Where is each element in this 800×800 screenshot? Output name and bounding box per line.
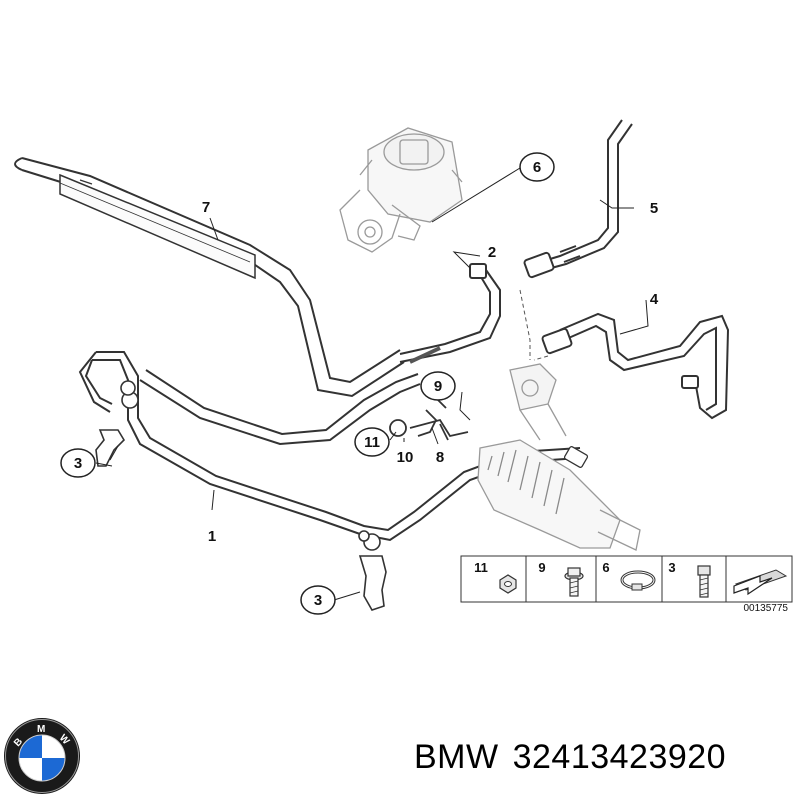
diagram-reference-number: 00135775 xyxy=(744,603,789,614)
legend-label-6: 6 xyxy=(602,560,609,575)
leader-lines xyxy=(95,167,649,601)
callout-5: 5 xyxy=(650,200,658,217)
bmw-roundel-logo: B M W xyxy=(4,718,80,794)
flange-bolt-icon xyxy=(564,567,584,597)
legend-item-hose-clamp: 6 xyxy=(602,560,656,591)
callout-4: 4 xyxy=(650,291,659,308)
hose-clamp-icon xyxy=(620,570,656,591)
legend-label-3: 3 xyxy=(668,560,675,575)
clamp-assembly xyxy=(389,399,469,441)
brand-name: BMW xyxy=(414,738,499,776)
power-steering-pump xyxy=(339,127,463,253)
callout-2-label: 2 xyxy=(488,244,496,261)
pressure-hose-5 xyxy=(523,119,633,279)
callout-6: 6 xyxy=(519,152,555,182)
callout-5-label: 5 xyxy=(650,200,658,217)
mounting-bracket-upper xyxy=(95,380,139,467)
legend-item-bolt: 3 xyxy=(668,560,711,598)
legend-item-nut: 11 xyxy=(474,560,517,594)
callout-3-lower-label: 3 xyxy=(314,592,322,609)
callout-11-label: 11 xyxy=(364,434,380,451)
callout-9: 9 xyxy=(420,371,456,401)
callout-1: 1 xyxy=(208,528,216,545)
fastener-legend: 11 9 6 3 xyxy=(460,555,793,603)
mounting-bracket-lower xyxy=(358,530,387,611)
bolt-icon xyxy=(697,565,711,598)
callout-4-label: 4 xyxy=(650,291,659,308)
callout-3-upper-label: 3 xyxy=(74,455,82,472)
cooler-lower-pipe xyxy=(139,369,421,446)
callout-11: 11 xyxy=(354,427,390,457)
callout-10-label: 10 xyxy=(397,449,414,466)
legend-label-11: 11 xyxy=(474,560,488,575)
callout-2: 2 xyxy=(488,244,496,261)
legend-label-9: 9 xyxy=(538,560,545,575)
dashed-leaders xyxy=(519,289,549,361)
cooler-pipe xyxy=(14,157,405,398)
legend-item-flange-bolt: 9 xyxy=(538,560,584,597)
callout-8: 8 xyxy=(436,449,444,466)
steering-gear xyxy=(477,363,641,551)
callout-1-label: 1 xyxy=(208,528,216,545)
callout-10: 10 xyxy=(397,449,414,466)
callout-7-label: 7 xyxy=(202,199,210,216)
callout-3-upper: 3 xyxy=(60,448,96,478)
hex-nut-icon xyxy=(499,574,517,594)
callout-8-label: 8 xyxy=(436,449,444,466)
return-pipe xyxy=(399,263,501,364)
callout-9-label: 9 xyxy=(434,378,442,395)
callout-3-lower: 3 xyxy=(300,585,336,615)
part-number: 32413423920 xyxy=(512,738,727,776)
callout-7: 7 xyxy=(202,199,210,216)
svg-text:M: M xyxy=(37,724,45,735)
callout-6-label: 6 xyxy=(533,159,541,176)
pressure-hose-4 xyxy=(541,312,730,420)
feed-line-1 xyxy=(78,351,581,542)
part-caption: BMW 32413423920 xyxy=(414,738,794,788)
sheet-arrow-icon xyxy=(733,569,788,596)
